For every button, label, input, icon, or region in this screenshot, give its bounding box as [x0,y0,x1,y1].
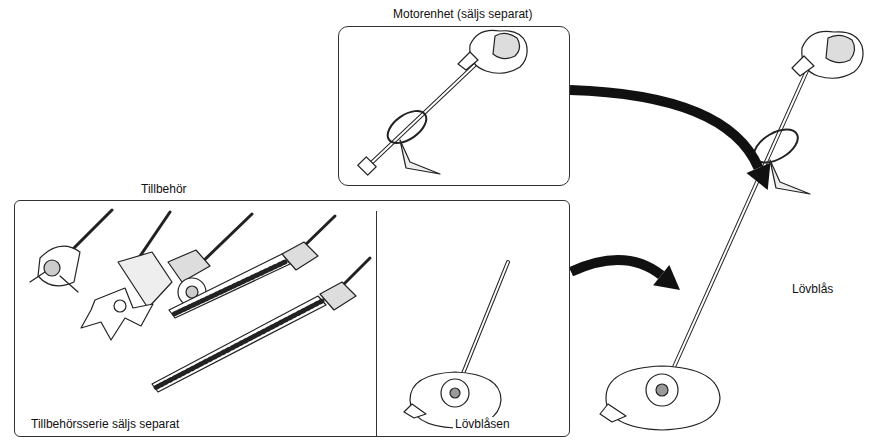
hedge-trimmer-attachment [152,258,370,392]
caption-label: Tillbehörsserie säljs separat [29,417,181,431]
arrow-head [653,265,680,290]
group-box: Tillbehörsserie säljs separat [15,201,376,436]
group-box: Motorenhet (säljs separat) [338,26,570,186]
arrow-head [746,163,770,190]
assembly-label-area: Lövblås [680,190,875,320]
group-box: TillbehörTillbehörsserie säljs separatLö… [14,200,570,437]
group-box: Lövblåsen [376,211,571,436]
assembly-arrow [570,90,758,168]
assembled-blower [600,31,863,430]
trimmer-attachment [30,210,112,292]
caption-label: Lövblås [790,282,835,296]
motor-unit [358,30,527,175]
caption-label: Motorenhet (säljs separat) [391,7,534,21]
caption-label: Tillbehör [139,182,189,196]
blower-attachment [404,262,508,428]
assembly-arrow [571,260,661,275]
caption-label: Lövblåsen [453,417,512,431]
tiller-attachment [81,212,172,340]
